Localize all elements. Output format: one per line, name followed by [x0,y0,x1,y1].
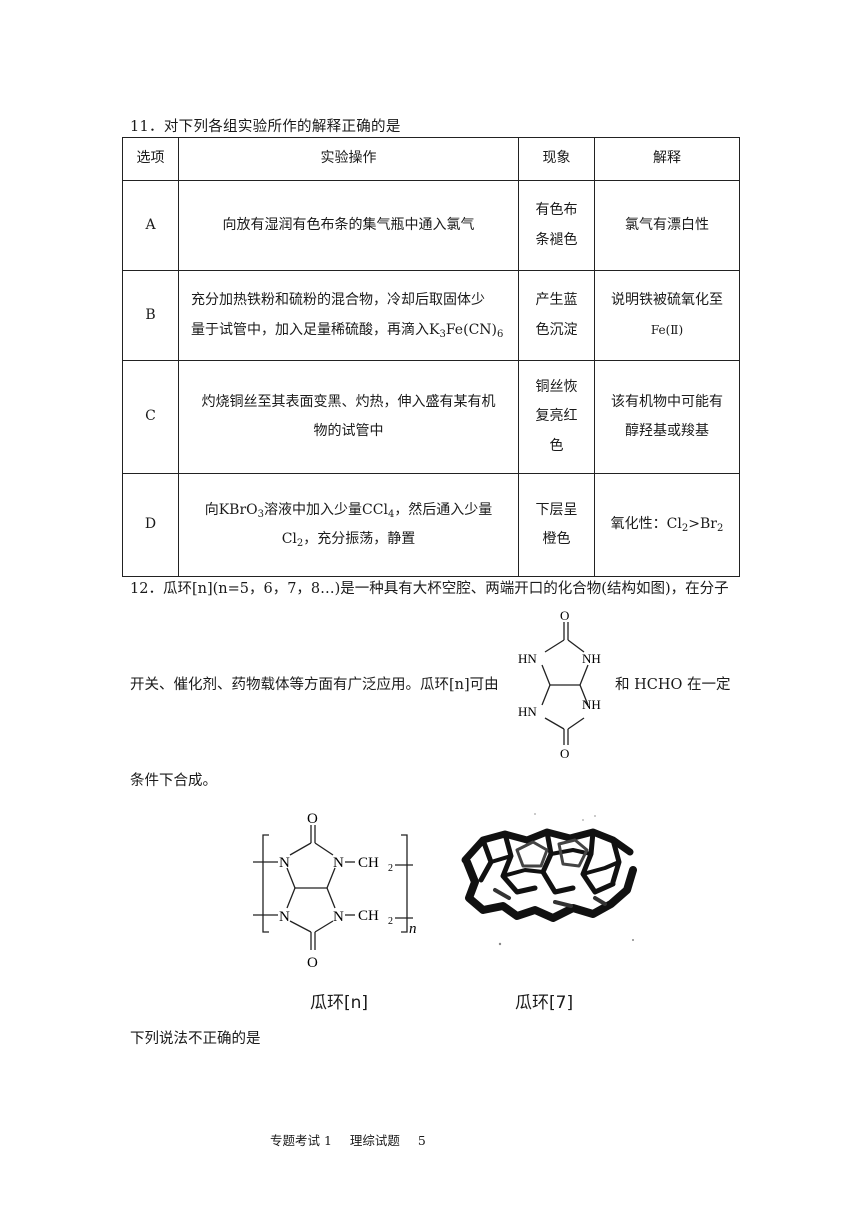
phenomenon-cell: 铜丝恢复亮红色 [518,360,595,474]
operation-text: 物的试管中 [313,423,384,439]
atom-hn: HN [518,704,537,719]
phen-line: 复亮红 [535,408,578,425]
table-row: A 向放有湿润有色布条的集气瓶中通入氯气 有色布条褪色 氯气有漂白性 [122,180,740,271]
group-ch2: CH [358,855,379,871]
phen-line: 色 [549,437,564,454]
formula-ccl4: CCl4 [362,501,395,520]
atom-nh: NH [582,651,601,666]
formula-cl2: Cl2 [281,531,304,549]
group-ch2: CH [358,908,379,924]
header-explanation: 解释 [594,137,740,181]
footer-subject: 理综试题 [349,1133,400,1148]
operation-text: 向 [204,501,219,518]
atom-o-bottom: O [307,955,318,971]
atom-n: N [333,909,344,925]
explanation-cell: 氯气有漂白性 [594,180,740,271]
cucurbit7uril-3d-image [461,813,637,946]
atom-o-bottom: O [560,746,569,761]
explanation-text: 说明铁被硫氧化至 [611,292,723,309]
atom-hn: HN [518,651,537,666]
phen-line: 有色布 [535,202,578,219]
phen-line: 条褪色 [535,231,578,248]
header-option: 选项 [122,137,179,181]
option-cell: B [122,270,179,361]
subscript-2: 2 [388,916,393,927]
operation-text: 充分加热铁粉和硫粉的混合物，冷却后取固体少 [191,292,485,309]
explanation-text: 该有机物中可能有 [611,393,723,410]
option-cell: C [122,360,179,474]
subscript-n: n [409,921,417,937]
atom-nh: NH [582,697,601,712]
atom-n: N [279,909,290,925]
atom-n: N [279,855,290,871]
atom-o-top: O [560,608,569,623]
operation-text: ，然后通入少量 [394,501,493,518]
footer-page-number: 5 [417,1133,426,1148]
operation-text: 向放有湿润有色布条的集气瓶中通入氯气 [222,216,475,233]
atom-o-top: O [307,811,318,827]
table-header-row: 选项 实验操作 现象 解释 [122,137,740,181]
subscript-2: 2 [388,863,393,874]
phen-line: 铜丝恢 [535,378,578,395]
table-row: D 向KBrO3溶液中加入少量CCl4，然后通入少量 Cl2，充分振荡，静置 下… [122,473,740,577]
phenomenon-cell: 下层呈橙色 [518,473,595,577]
question-12-prompt: 下列说法不正确的是 [130,1031,261,1047]
explanation-cell: 说明铁被硫氧化至 Fe(Ⅱ) [594,270,740,361]
operation-text: 灼烧铜丝至其表面变黑、灼热，伸入盛有某有机 [201,393,496,410]
explanation-text: 氧化性： [610,516,667,533]
operation-text: 溶液中加入少量 [264,501,363,518]
cucurbituril-repeat-unit: O N N N N O CH 2 CH 2 n [253,811,417,971]
table-row: C 灼烧铜丝至其表面变黑、灼热，伸入盛有某有机物的试管中 铜丝恢复亮红色 该有机… [122,360,740,474]
footer-exam: 专题考试 1 [270,1133,332,1148]
page-footer: 专题考试 1 理综试题 5 [270,1130,440,1149]
explanation-text: 氯气有漂白性 [625,216,709,233]
phen-line: 橙色 [542,531,571,547]
phenomenon-cell: 有色布条褪色 [518,180,595,271]
question-12-line1: 12．瓜环[n](n=5，6，7，8…)是一种具有大杯空腔、两端开口的化合物(结… [130,581,729,597]
explanation-text: Fe(Ⅱ) [650,322,684,337]
caption-cucurbit-n: 瓜环[n] [310,993,369,1013]
option-cell: A [122,180,179,271]
operation-cell: 向KBrO3溶液中加入少量CCl4，然后通入少量 Cl2，充分振荡，静置 [178,473,519,577]
phen-line: 产生蓝 [535,292,578,309]
formula-kbro3: KBrO3 [218,501,265,520]
operation-text: ，充分振荡，静置 [303,531,416,547]
explanation-text: 醇羟基或羧基 [625,423,709,439]
operation-text: 量于试管中，加入足量稀硫酸，再滴入 [191,321,429,338]
operation-cell: 充分加热铁粉和硫粉的混合物，冷却后取固体少 量于试管中，加入足量稀硫酸，再滴入K… [178,270,519,361]
explanation-cell: 氧化性：Cl2>Br2 [594,473,740,577]
experiment-table: 选项 实验操作 现象 解释 A 向放有湿润有色布条的集气瓶中通入氯气 有色布条褪… [122,137,740,577]
caption-cucurbit-7: 瓜环[7] [515,993,574,1013]
glycoluril-structure: O HN NH HN NH O [518,608,601,761]
header-phenomenon: 现象 [518,137,595,181]
question-12-line2-post: 和 HCHO 在一定 [615,677,731,693]
table-row: B 充分加热铁粉和硫粉的混合物，冷却后取固体少 量于试管中，加入足量稀硫酸，再滴… [122,270,740,361]
explanation-cell: 该有机物中可能有醇羟基或羧基 [594,360,740,474]
atom-n: N [333,855,344,871]
phen-line: 下层呈 [535,501,578,518]
phenomenon-cell: 产生蓝色沉淀 [518,270,595,361]
question-12-line3: 条件下合成。 [130,773,217,789]
header-operation: 实验操作 [178,137,519,181]
operation-cell: 向放有湿润有色布条的集气瓶中通入氯气 [178,180,519,271]
phen-line: 色沉淀 [535,321,578,338]
formula-cl2-br2: Cl2>Br2 [666,516,724,535]
option-cell: D [122,473,179,577]
formula-k3fecn6: K3Fe(CN)6 [429,321,504,340]
operation-cell: 灼烧铜丝至其表面变黑、灼热，伸入盛有某有机物的试管中 [178,360,519,474]
question-12-line2-pre: 开关、催化剂、药物载体等方面有广泛应用。瓜环[n]可由 [130,677,499,693]
question-11-title: 11．对下列各组实验所作的解释正确的是 [130,119,401,135]
